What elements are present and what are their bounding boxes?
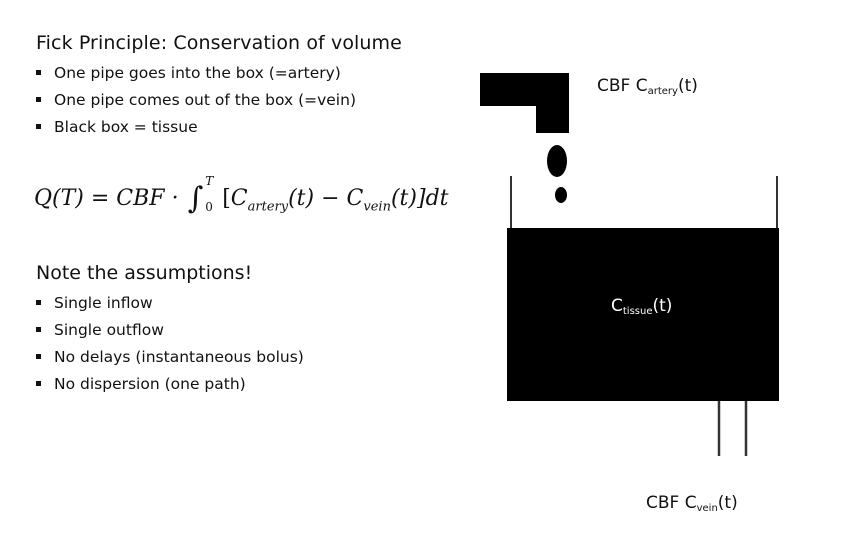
- artery-pipe: [480, 73, 569, 133]
- artery-label-suffix: (t): [678, 76, 698, 96]
- vein-label-sub: vein: [697, 503, 718, 514]
- drop-small: [555, 187, 567, 203]
- artery-label-sub: artery: [648, 86, 678, 97]
- drop-large: [547, 145, 567, 177]
- tissue-label-suffix: (t): [652, 296, 672, 316]
- artery-label-prefix: CBF C: [597, 76, 648, 96]
- tissue-label-prefix: C: [611, 296, 623, 316]
- vein-label-suffix: (t): [718, 493, 738, 513]
- vein-label-prefix: CBF C: [646, 493, 697, 513]
- tissue-label-sub: tissue: [623, 306, 653, 317]
- tissue-label: Ctissue(t): [611, 296, 672, 317]
- vein-label: CBF Cvein(t): [646, 493, 738, 514]
- artery-label: CBF Cartery(t): [597, 76, 698, 97]
